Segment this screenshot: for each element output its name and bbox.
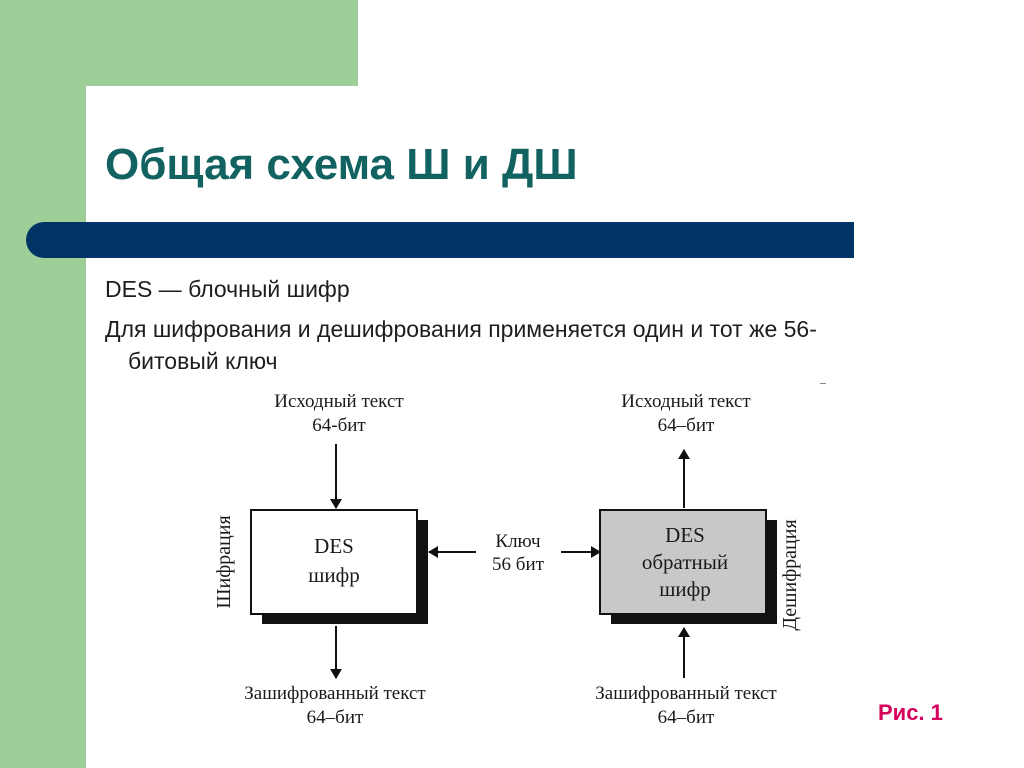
title-underline-bar [26,222,854,258]
right-top-label-2: 64–бит [658,415,715,436]
left-bottom-label-2: 64–бит [307,707,364,728]
des-cipher-box-line2: шифр [308,563,360,587]
slide-title: Общая схема Ш и ДШ [105,140,578,189]
stray-mark [820,383,826,384]
right-bottom-label-1: Зашифрованный текст [595,683,777,704]
bullet-same-key-line2: битовый ключ [128,348,278,374]
figure-label: Рис. 1 [878,700,943,725]
left-top-label-1: Исходный текст [274,391,404,412]
des-cipher-box [250,509,418,615]
left-bottom-label-1: Зашифрованный текст [244,683,426,704]
des-inverse-box-line3: шифр [659,577,711,601]
top-green-block [0,0,358,86]
white-rounded-corner [86,86,166,166]
bullet-des-block-cipher: DES — блочный шифр [105,276,350,302]
bullet-same-key-line1: Для шифрования и дешифрования применяетс… [105,316,817,342]
des-inverse-box-line1: DES [665,523,705,547]
des-inverse-box-line2: обратный [642,550,728,574]
decryption-side-label: Дешифрация [779,519,801,630]
left-top-label-2: 64-бит [312,415,366,436]
key-label-line2: 56 бит [492,554,545,575]
left-green-strip [0,0,86,768]
des-cipher-box-line1: DES [314,534,354,558]
key-label-line1: Ключ [495,531,541,552]
right-bottom-label-2: 64–бит [658,707,715,728]
encryption-side-label: Шифрация [213,515,235,608]
right-top-label-1: Исходный текст [621,391,751,412]
des-inverse-cipher-box [599,509,767,615]
